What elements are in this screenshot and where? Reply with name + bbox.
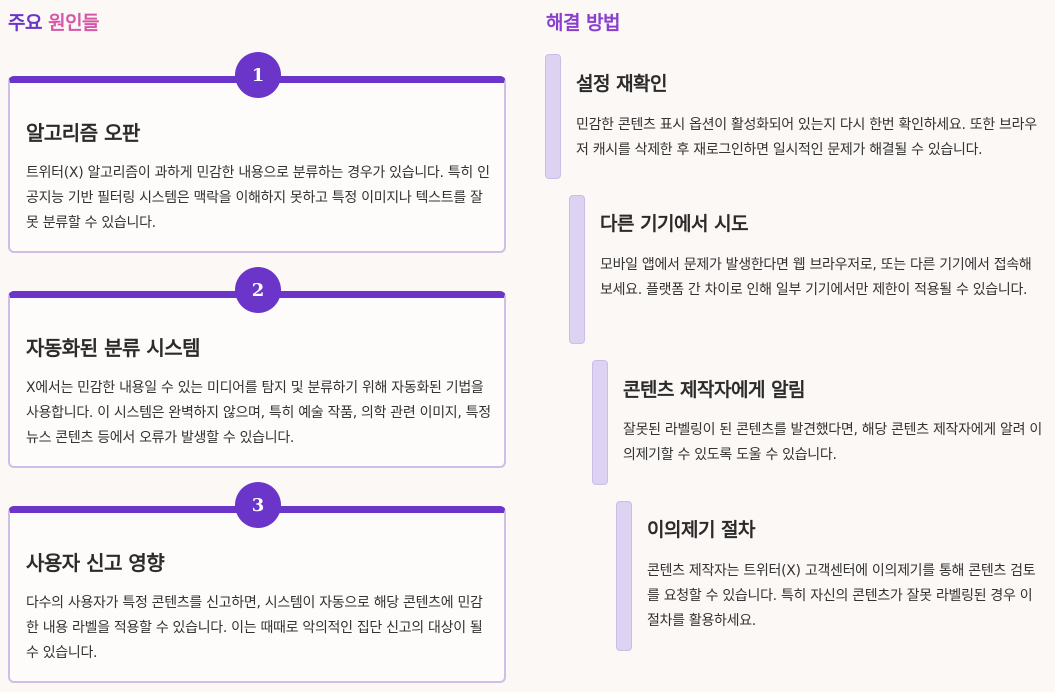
solution-body: 콘텐츠 제작자는 트위터(X) 고객센터에 이의제기를 통해 콘텐츠 검토를 요… — [647, 563, 1036, 629]
solution-heading: 이의제기 절차 — [647, 519, 756, 541]
step-indicator-bar — [545, 54, 561, 179]
cause-card-2: 2 자동화된 분류 시스템 X에서는 민감한 내용일 수 있는 미디어를 탐지 … — [8, 267, 506, 468]
causes-title: 주요 원인들 — [8, 8, 100, 35]
solution-step-4: 이의제기 절차 콘텐츠 제작자는 트위터(X) 고객센터에 이의제기를 통해 콘… — [616, 501, 1036, 652]
solution-step-2: 다른 기기에서 시도 모바일 앱에서 문제가 발생한다면 웹 브라우저로, 또는… — [569, 195, 1045, 345]
cause-body: 다수의 사용자가 특정 콘텐츠를 신고하면, 시스템이 자동으로 해당 콘텐츠에… — [26, 595, 483, 661]
cause-number-badge: 2 — [235, 267, 281, 313]
cause-number-badge: 3 — [235, 482, 281, 528]
cause-heading: 사용자 신고 영향 — [26, 551, 165, 575]
cause-body: 트위터(X) 알고리즘이 과하게 민감한 내용으로 분류하는 경우가 있습니다.… — [26, 165, 490, 231]
causes-title-part1: 주요 — [8, 12, 42, 34]
solution-body: 모바일 앱에서 문제가 발생한다면 웹 브라우저로, 또는 다른 기기에서 접속… — [600, 257, 1032, 298]
cause-body: X에서는 민감한 내용일 수 있는 미디어를 탐지 및 분류하기 위해 자동화된… — [26, 380, 491, 446]
step-indicator-bar — [592, 360, 608, 485]
step-indicator-bar — [616, 501, 632, 651]
solutions-title: 해결 방법 — [546, 12, 621, 34]
cause-heading: 자동화된 분류 시스템 — [26, 336, 201, 360]
solution-heading: 다른 기기에서 시도 — [600, 213, 749, 235]
solution-step-1: 설정 재확인 민감한 콘텐츠 표시 옵션이 활성화되어 있는지 다시 한번 확인… — [545, 54, 1040, 180]
cause-card-3: 3 사용자 신고 영향 다수의 사용자가 특정 콘텐츠를 신고하면, 시스템이 … — [8, 482, 506, 683]
solution-heading: 콘텐츠 제작자에게 알림 — [623, 379, 806, 401]
cause-number-badge: 1 — [235, 52, 281, 98]
cause-card-1: 1 알고리즘 오판 트위터(X) 알고리즘이 과하게 민감한 내용으로 분류하는… — [8, 52, 506, 253]
causes-title-part2: 원인들 — [48, 12, 100, 34]
cause-heading: 알고리즘 오판 — [26, 121, 140, 145]
solution-body: 민감한 콘텐츠 표시 옵션이 활성화되어 있는지 다시 한번 확인하세요. 또한… — [576, 117, 1037, 158]
solution-body: 잘못된 라벨링이 된 콘텐츠를 발견했다면, 해당 콘텐츠 제작자에게 알려 이… — [623, 422, 1042, 463]
solution-heading: 설정 재확인 — [576, 73, 668, 95]
step-indicator-bar — [569, 195, 585, 344]
solution-step-3: 콘텐츠 제작자에게 알림 잘못된 라벨링이 된 콘텐츠를 발견했다면, 해당 콘… — [592, 360, 1045, 486]
